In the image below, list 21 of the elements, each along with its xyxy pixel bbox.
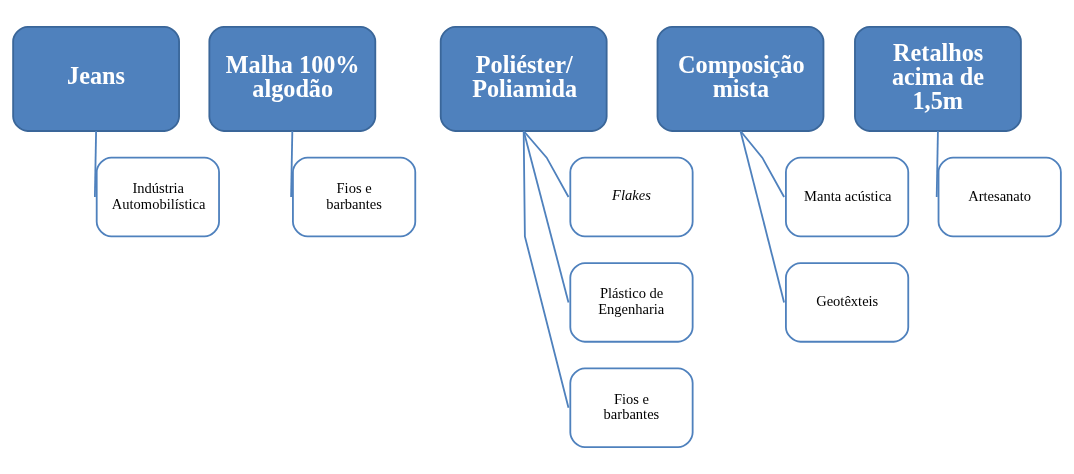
node-box: Artesanato: [937, 156, 1062, 238]
connector: [94, 130, 97, 198]
connector: [739, 130, 785, 304]
node-box: Manta acústica: [785, 156, 910, 238]
node-box: Fios e barbantes: [569, 367, 694, 449]
node-box: Plástico de Engenharia: [569, 262, 694, 343]
connector: [522, 130, 570, 198]
connector: [290, 130, 294, 198]
node-box: Malha 100% algodão: [208, 25, 377, 132]
connector: [739, 130, 785, 198]
node-box: Poliéster/ Poliamida: [439, 25, 608, 132]
node-box: Fios e barbantes: [292, 156, 417, 238]
node-box: Flakes: [569, 156, 694, 238]
node-box: Composição mista: [656, 25, 825, 132]
node-box: Jeans: [12, 25, 180, 132]
node-box: Indústria Automobilística: [95, 156, 220, 238]
node-box: Geotêxteis: [785, 262, 910, 343]
connector: [935, 130, 939, 198]
connector: [522, 130, 570, 304]
connector: [522, 130, 570, 409]
node-box: Retalhos acima de 1,5m: [854, 25, 1022, 132]
